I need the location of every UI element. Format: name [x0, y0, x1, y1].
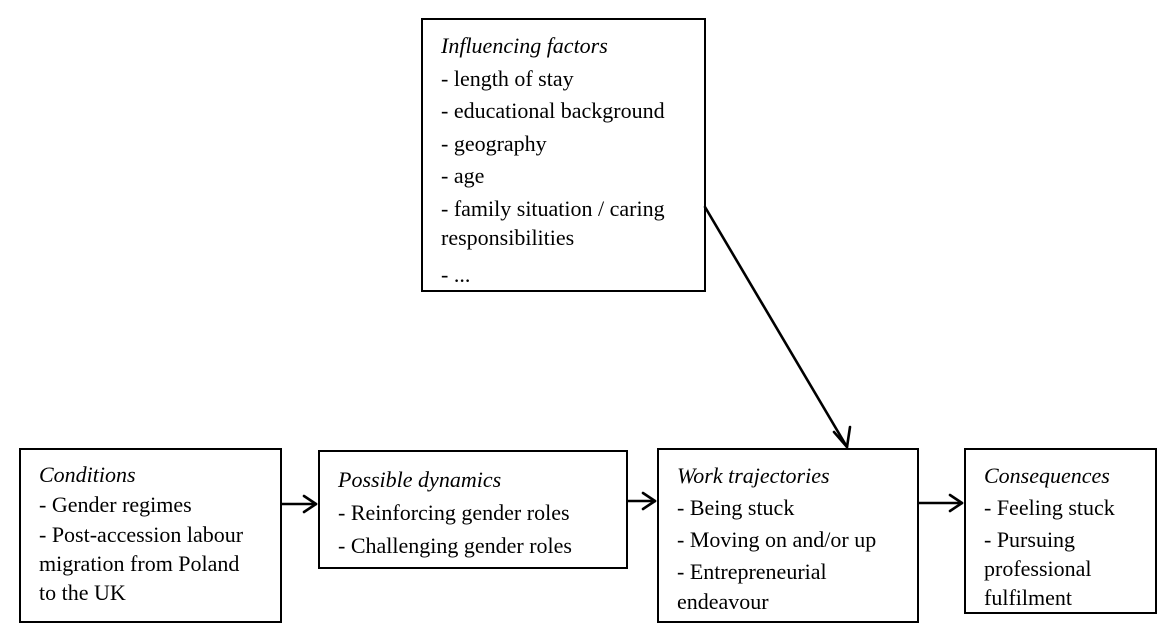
influencing-item-ellipsis: - ...: [441, 262, 471, 287]
arrow-influencing-to-work: [703, 205, 852, 449]
consequences-box: Consequences - Feeling stuck - Pursuing …: [964, 448, 1157, 614]
influencing-item-educational-background: - educational background: [441, 98, 665, 123]
consequences-item-pursuing: - Pursuing: [984, 527, 1076, 552]
arrow-conditions-to-dynamics: [280, 494, 318, 514]
arrow-dynamics-to-work: [626, 491, 657, 511]
consequences-item-pursuing-cont2: fulfilment: [984, 585, 1072, 610]
influencing-item-geography: - geography: [441, 130, 547, 156]
consequences-item-pursuing-cont1: professional: [984, 556, 1092, 581]
influencing-item-length-of-stay: - length of stay: [441, 65, 574, 91]
work-item-entrepreneurial-cont: endeavour: [677, 589, 769, 614]
consequences-item-feeling-stuck: - Feeling stuck: [984, 495, 1115, 520]
conditions-title: Conditions: [39, 462, 136, 487]
dynamics-item-challenging: - Challenging gender roles: [338, 533, 572, 558]
work-trajectories-title: Work trajectories: [677, 463, 830, 488]
work-item-moving-on: - Moving on and/or up: [677, 527, 877, 552]
conditions-item-post-accession-cont2: to the UK: [39, 580, 126, 605]
influencing-item-age: - age: [441, 163, 485, 188]
conditions-item-post-accession: - Post-accession labour: [39, 522, 244, 547]
possible-dynamics-title: Possible dynamics: [338, 467, 502, 492]
influencing-item-family-situation-cont: responsibilities: [441, 225, 575, 250]
influencing-item-family-situation: - family situation / caring: [441, 195, 665, 221]
consequences-title: Consequences: [984, 463, 1110, 488]
influencing-factors-box: Influencing factors - length of stay - e…: [421, 18, 706, 292]
work-item-being-stuck: - Being stuck: [677, 495, 795, 520]
work-trajectories-box: Work trajectories - Being stuck - Moving…: [657, 448, 919, 623]
conditions-box: Conditions - Gender regimes - Post-acces…: [19, 448, 282, 623]
possible-dynamics-box: Possible dynamics - Reinforcing gender r…: [318, 450, 628, 569]
conditions-item-gender-regimes: - Gender regimes: [39, 492, 192, 517]
influencing-factors-title: Influencing factors: [441, 33, 608, 58]
work-item-entrepreneurial: - Entrepreneurial: [677, 559, 827, 584]
conditions-item-post-accession-cont1: migration from Poland: [39, 551, 240, 576]
arrow-work-to-consequences: [917, 493, 964, 513]
dynamics-item-reinforcing: - Reinforcing gender roles: [338, 500, 570, 525]
